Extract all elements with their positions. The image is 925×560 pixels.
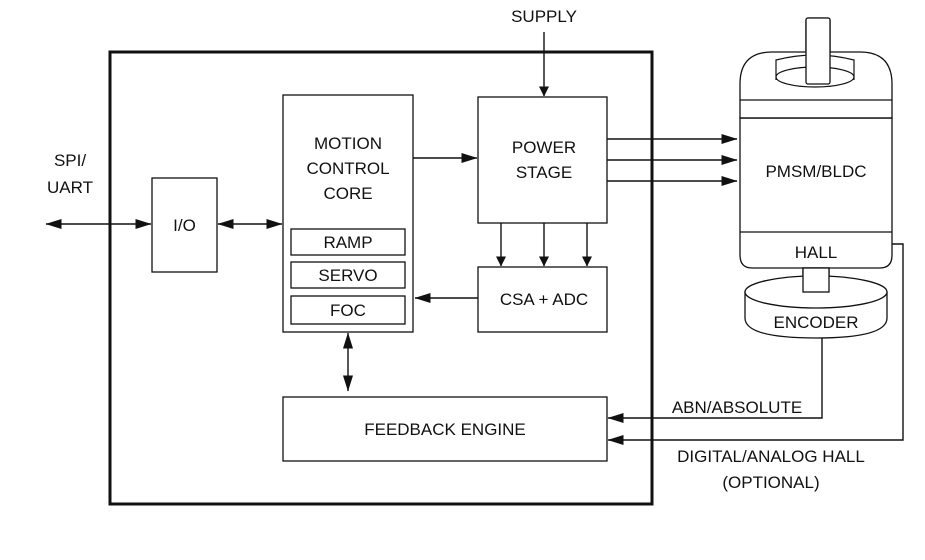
- supply-label: SUPPLY: [511, 7, 577, 26]
- abn-absolute-label: ABN/ABSOLUTE: [672, 398, 802, 417]
- io-label: I/O: [173, 216, 196, 235]
- motor-label: PMSM/BLDC: [765, 162, 866, 181]
- motion-core-label-3: CORE: [323, 184, 372, 203]
- feedback-engine-label: FEEDBACK ENGINE: [364, 420, 526, 439]
- ramp-label: RAMP: [323, 233, 372, 252]
- uart-label: UART: [47, 178, 93, 197]
- foc-block: FOC: [290, 295, 406, 325]
- io-block: I/O: [151, 177, 218, 273]
- power-stage-block: POWER STAGE: [477, 96, 608, 224]
- digital-analog-hall-label: DIGITAL/ANALOG HALL: [677, 447, 865, 466]
- motion-core-label-2: CONTROL: [306, 159, 389, 178]
- chip-boundary: [108, 50, 654, 506]
- optional-label: (OPTIONAL): [722, 473, 819, 492]
- ramp-block: RAMP: [290, 228, 406, 256]
- power-stage-label-2: STAGE: [516, 163, 572, 182]
- hall-feedback-line: [607, 243, 904, 445]
- hall-label: HALL: [795, 243, 838, 262]
- encoder: ENCODER: [744, 267, 888, 339]
- servo-block: SERVO: [290, 261, 406, 289]
- foc-label: FOC: [330, 301, 366, 320]
- motion-control-core: MOTION CONTROL CORE RAMP SERVO FOC: [282, 94, 414, 333]
- csa-adc-block: CSA + ADC: [477, 266, 608, 333]
- feedback-engine-block: FEEDBACK ENGINE: [282, 396, 608, 462]
- abn-feedback-line: [607, 338, 823, 423]
- motor: PMSM/BLDC HALL: [739, 17, 893, 269]
- csa-adc-label: CSA + ADC: [500, 290, 588, 309]
- motion-core-label-1: MOTION: [314, 134, 382, 153]
- power-stage-label-1: POWER: [512, 138, 576, 157]
- servo-label: SERVO: [318, 266, 377, 285]
- encoder-label: ENCODER: [773, 313, 858, 332]
- spi-label: SPI/: [54, 151, 86, 170]
